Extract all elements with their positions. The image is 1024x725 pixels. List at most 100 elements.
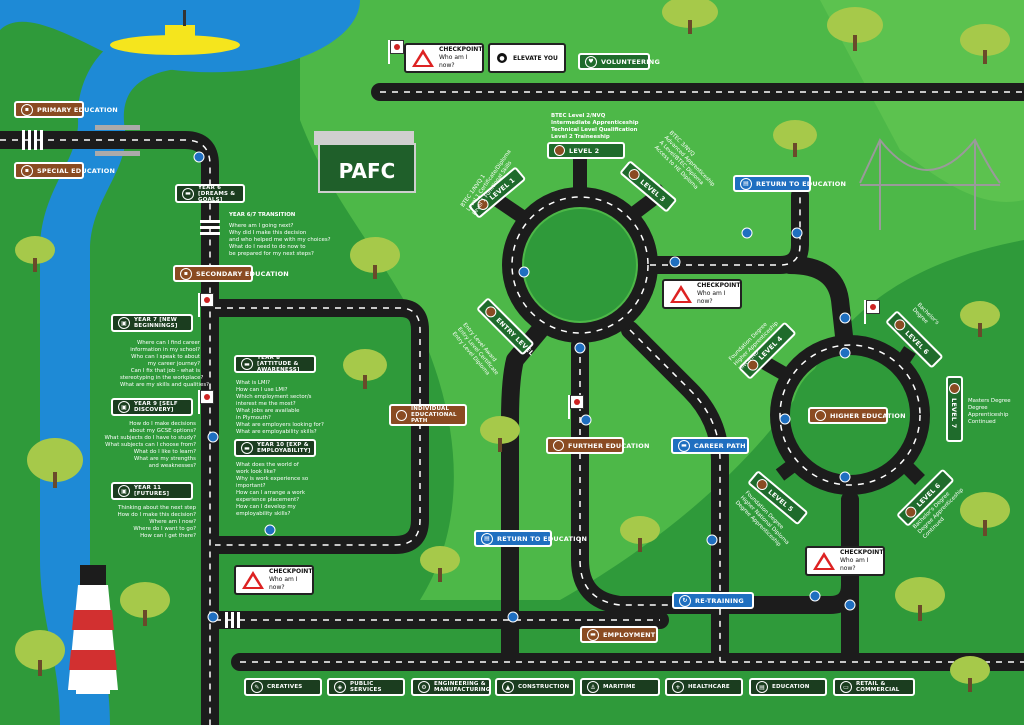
elevate-you-sign[interactable]: ● ELEVATE YOU <box>488 43 566 73</box>
year10-sign[interactable]: ▬YEAR 10 [EXP & EMPLOYABILITY] <box>234 439 316 457</box>
warning-triangle-icon <box>670 285 692 303</box>
level2-sign[interactable]: LEVEL 2 <box>547 142 625 159</box>
school-icon: ▪ <box>21 103 33 116</box>
tree <box>350 237 400 279</box>
compass-icon: ▣ <box>118 317 130 329</box>
sector-education[interactable]: ▤ EDUCATION <box>749 678 827 696</box>
book-icon: ▤ <box>481 532 493 545</box>
direction-markers <box>193 151 856 623</box>
secondary-education-sign[interactable]: ▪SECONDARY EDUCATION <box>173 265 289 282</box>
tree <box>27 438 83 488</box>
tree <box>620 516 660 552</box>
checkpoint-title: CHECKPOINT <box>840 549 884 556</box>
primary-education-sign[interactable]: ▪PRIMARY EDUCATION <box>14 101 118 118</box>
tree <box>420 546 460 582</box>
tree <box>827 7 883 51</box>
search-icon: ▣ <box>118 401 130 413</box>
level-dot-icon <box>626 166 642 183</box>
tree <box>15 236 55 272</box>
year6-sign[interactable]: ▬YEAR 6 [DREAMS & GOALS] <box>175 184 245 203</box>
sector-label: ENGINEERING & MANUFACTURING <box>434 681 491 693</box>
sector-construction[interactable]: ▲ CONSTRUCTION <box>495 678 575 696</box>
briefcase-icon: ▬ <box>678 439 690 452</box>
year9-questions: How do I make decisions about my GCSE op… <box>104 421 196 469</box>
tree <box>480 416 520 452</box>
sector-engineering-manufacturing[interactable]: ⚙ ENGINEERING & MANUFACTURING <box>411 678 491 696</box>
checkpoint-title: CHECKPOINT <box>269 568 313 575</box>
person-icon: ● <box>496 52 508 64</box>
tree <box>950 656 990 692</box>
return-to-education-sign-1[interactable]: ▤RETURN TO EDUCATION <box>733 175 846 192</box>
hardhat-icon: ▲ <box>502 681 514 693</box>
briefcase-icon: ▬ <box>587 628 599 641</box>
level7-sign[interactable]: LEVEL 7 <box>946 376 963 442</box>
year11-sign[interactable]: ▣YEAR 11 [FUTURES] <box>111 482 193 500</box>
roundabout-1-island <box>524 209 636 321</box>
year7-questions: Where can I find career information in m… <box>120 340 209 388</box>
flag-icon: ▣ <box>118 485 130 497</box>
road-bridge-2 <box>95 151 140 156</box>
checkpoint-subtitle: Who am I now? <box>840 557 869 572</box>
anchor-icon: ⚓ <box>587 681 599 693</box>
employment-sign[interactable]: ▬EMPLOYMENT <box>580 626 658 643</box>
year8-sign[interactable]: ▬YEAR 8 [ATTITUDE & AWARENESS] <box>234 355 316 373</box>
flag-marker <box>862 300 880 324</box>
year7-sign[interactable]: ▣YEAR 7 [NEW BEGINNINGS] <box>111 314 193 332</box>
return-to-education-sign-2[interactable]: ▤RETURN TO EDUCATION <box>474 530 587 547</box>
briefcase-icon: ▬ <box>241 442 253 454</box>
year9-sign[interactable]: ▣YEAR 9 [SELF DISCOVERY] <box>111 398 193 416</box>
volunteering-sign[interactable]: ♥VOLUNTEERING <box>578 53 660 70</box>
sector-label: PUBLIC SERVICES <box>350 681 382 693</box>
sector-maritime[interactable]: ⚓ MARITIME <box>580 678 660 696</box>
level-dot-icon <box>903 504 919 520</box>
further-education-sign[interactable]: FURTHER EDUCATION <box>546 437 649 454</box>
gear-icon: ⚙ <box>418 681 430 693</box>
school-icon: ▪ <box>21 164 33 177</box>
sector-label: CONSTRUCTION <box>518 684 570 690</box>
book-icon: ▤ <box>756 681 768 693</box>
tree <box>960 492 1010 536</box>
higher-education-sign[interactable]: HIGHER EDUCATION <box>808 407 906 424</box>
tree <box>895 577 945 621</box>
career-path-sign[interactable]: ▬CAREER PATH <box>671 437 749 454</box>
river <box>0 0 330 725</box>
car-icon: ▬ <box>182 187 194 200</box>
level-dot-icon <box>949 383 960 394</box>
checkpoint-subtitle: Who am I now? <box>697 290 726 305</box>
sector-label: EDUCATION <box>772 684 810 690</box>
sector-creatives[interactable]: ✎CREATIVES <box>244 678 322 696</box>
sector-retail-commercial[interactable]: ▭ RETAIL & COMMERCIAL <box>833 678 915 696</box>
year67-heading: YEAR 6/7 TRANSITION <box>229 212 296 218</box>
individual-path-sign[interactable]: INDIVIDUAL EDUCATIONAL PATH <box>389 404 467 426</box>
warning-triangle-icon <box>813 552 835 570</box>
sector-healthcare[interactable]: +HEALTHCARE <box>665 678 743 696</box>
volunteer-icon: ♥ <box>585 55 597 68</box>
refresh-icon: ↻ <box>679 594 691 607</box>
sector-public-services[interactable]: ◈PUBLIC SERVICES <box>327 678 405 696</box>
elevate-label: ELEVATE YOU <box>513 54 558 62</box>
sector-label: MARITIME <box>603 684 636 690</box>
trees <box>15 0 1010 692</box>
tree <box>343 349 387 389</box>
tree <box>120 582 170 626</box>
special-education-sign[interactable]: ▪SPECIAL EDUCATION <box>14 162 115 179</box>
book-icon: ▤ <box>740 177 752 190</box>
stadium-roof <box>314 131 414 145</box>
warning-triangle-icon <box>242 571 264 589</box>
year10-questions: What does the world of work look like? W… <box>236 462 309 517</box>
cart-icon: ▭ <box>840 681 852 693</box>
sector-label: RETAIL & COMMERCIAL <box>856 681 900 693</box>
zebra-crossings <box>22 130 240 628</box>
year67-questions: Where am I going next? Why did I make th… <box>229 223 331 257</box>
tree <box>773 120 817 157</box>
school-icon: ▪ <box>180 267 192 280</box>
tree <box>960 24 1010 64</box>
retraining-sign[interactable]: ↻RE-TRAINING <box>672 592 754 609</box>
checkpoint-title: CHECKPOINT <box>697 282 741 289</box>
